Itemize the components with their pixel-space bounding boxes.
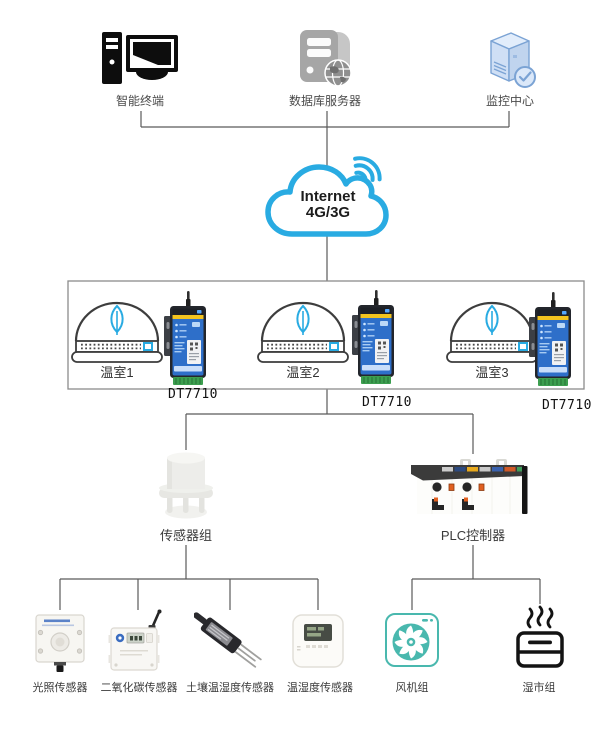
plc-controller-label: PLC控制器 (440, 528, 506, 543)
temp-humidity-sensor-label: 温湿度传感器 (287, 682, 353, 694)
greenhouse-1-node (71, 299, 163, 363)
greenhouse-icon (446, 301, 538, 363)
co2-sensor-icon (108, 609, 162, 671)
soil-sensor-label: 土壤温湿度传感器 (186, 682, 274, 694)
monitoring-center-label: 监控中心 (485, 94, 534, 108)
greenhouse-3-node (446, 299, 538, 363)
dtu-device-icon (352, 290, 394, 384)
temp-humidity-sensor-icon (292, 614, 344, 668)
fan-icon (385, 613, 439, 667)
greenhouse-2-label: 温室2 (286, 365, 320, 380)
dtu-device-1 (164, 290, 208, 385)
smart-terminal-label: 智能终端 (115, 94, 164, 108)
sensor-group-node (150, 450, 222, 522)
light-sensor-label: 光照传感器 (32, 682, 88, 694)
sensor-group-label: 传感器组 (159, 528, 212, 543)
plc-controller-icon (411, 459, 528, 514)
internet-cloud-icon (265, 156, 389, 237)
wet-curtain-node (514, 604, 566, 670)
co2-sensor-label: 二氧化碳传感器 (100, 682, 178, 694)
soil-sensor-icon (194, 612, 262, 668)
dtu-model-label-1: DT7710 (168, 387, 218, 402)
monitoring-center-icon (490, 32, 536, 88)
sensor-group-icon (159, 452, 213, 519)
greenhouse-1-label: 温室1 (100, 365, 134, 380)
greenhouse-icon (257, 301, 349, 363)
greenhouse-2-node (257, 299, 349, 363)
soil-sensor-node (194, 612, 266, 672)
light-sensor-node (33, 610, 87, 672)
network-type-line: 4G/3G (305, 204, 351, 221)
heater-steam-icon (516, 605, 564, 668)
internet-cloud-text: Internet 4G/3G (260, 189, 396, 221)
fan-group-label: 风机组 (395, 682, 429, 694)
database-server-label: 数据库服务器 (288, 94, 361, 108)
wifi-signal-icon (353, 156, 382, 183)
co2-sensor-node (108, 608, 168, 672)
fan-group-node (384, 612, 440, 668)
plc-terminal-foot (432, 497, 444, 510)
smart-terminal-node (100, 30, 180, 90)
desktop-computer-icon (102, 32, 178, 84)
monitoring-center-node (478, 28, 540, 92)
dtu-device-icon (529, 292, 571, 386)
plc-terminal-foot (462, 497, 474, 510)
wet-curtain-label: 湿市组 (522, 682, 556, 694)
greenhouse-3-label: 温室3 (475, 365, 509, 380)
database-server-icon (300, 30, 352, 87)
greenhouse-zone-border (67, 280, 585, 390)
connector-path (59, 111, 541, 610)
plc-controller-node (410, 456, 536, 518)
internet-line: Internet (300, 188, 356, 205)
light-sensor-icon (35, 614, 85, 672)
temp-humidity-sensor-node (290, 612, 346, 670)
database-server-node (296, 28, 354, 90)
dtu-device-2 (352, 289, 396, 384)
internet-cloud-node: Internet 4G/3G (258, 154, 398, 248)
greenhouse-icon (71, 301, 163, 363)
dtu-model-label-3: DT7710 (542, 398, 592, 413)
dtu-device-icon (164, 291, 206, 385)
dtu-device-3 (529, 291, 573, 386)
dtu-model-label-2: DT7710 (362, 395, 412, 410)
